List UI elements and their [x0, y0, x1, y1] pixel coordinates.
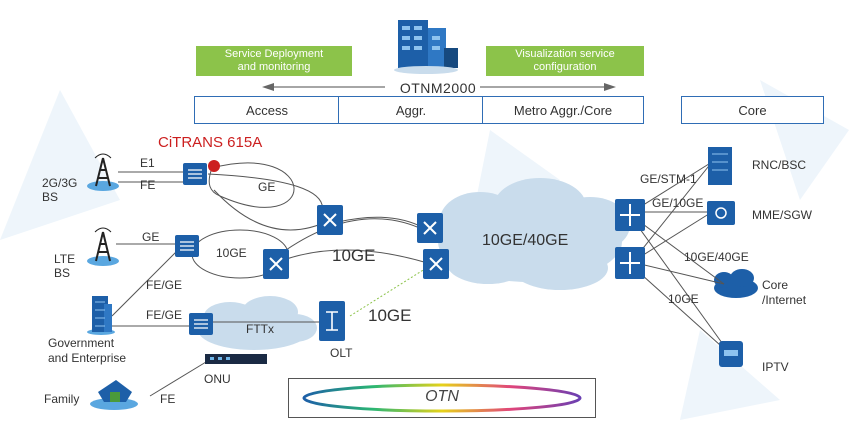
access-switch-icon: [183, 163, 207, 185]
product-label: CiTRANS 615A: [158, 134, 263, 151]
enterprise-switch-icon: [189, 313, 213, 335]
site-label-enterprise: Government and Enterprise: [48, 336, 127, 365]
iptv-icon: [719, 341, 743, 367]
ge-ring-label: GE: [258, 180, 276, 194]
tenge-ring-label: 10GE: [216, 246, 247, 260]
metro-router-icon-top: [417, 213, 443, 243]
aggr-router-icon-top: [317, 205, 343, 235]
core-router-icon-top: [615, 199, 645, 231]
fe-link-label: FE: [140, 178, 156, 192]
main-cloud: [438, 178, 630, 290]
fe-family-label: FE: [160, 392, 176, 406]
fe-ge-label-2: FE/GE: [146, 308, 183, 322]
tenge-olt-label: 10GE: [368, 306, 412, 325]
fe-ge-label-1: FE/GE: [146, 278, 183, 292]
rnc-server-icon: [708, 147, 732, 185]
category-access: Access: [194, 96, 340, 124]
service-deployment-banner: Service Deployment and monitoring: [196, 46, 352, 76]
fttx-cloud: [198, 296, 317, 350]
core-router-icon-bottom: [615, 247, 645, 279]
home-icon: [90, 380, 138, 410]
category-aggr: Aggr.: [338, 96, 484, 124]
olt-label: OLT: [330, 346, 353, 360]
tenge-main-label: 10GE: [332, 246, 376, 265]
ge-10ge-label: GE/10GE: [652, 196, 704, 210]
ge-lte-label: GE: [142, 230, 160, 244]
core-node-mme-sgw: MME/SGW: [752, 208, 812, 222]
lte-switch-icon: [175, 235, 199, 257]
tenge-core-label: 10GE: [668, 292, 699, 306]
header-arrows: [262, 83, 616, 91]
tenge-40ge-label: 10GE/40GE: [684, 250, 749, 264]
site-label-family: Family: [44, 392, 80, 406]
e1-link-label: E1: [140, 156, 155, 170]
site-label-2g3g: 2G/3G BS: [42, 176, 78, 204]
server-building-icon: [394, 20, 458, 74]
onu-device-icon: [205, 354, 267, 364]
core-node-internet: Core /Internet: [762, 278, 807, 307]
core-node-iptv: IPTV: [762, 360, 789, 374]
lte-tower-icon: [87, 227, 119, 266]
otn-label: OTN: [425, 388, 459, 405]
otnm-title: OTNM2000: [399, 80, 477, 96]
enterprise-building-icon: [87, 296, 115, 335]
main-cloud-label: 10GE/40GE: [482, 232, 569, 249]
fttx-label: FTTx: [246, 322, 274, 336]
metro-router-icon-bottom: [423, 249, 449, 279]
category-core: Core: [681, 96, 824, 124]
aggr-router-icon-bottom: [263, 249, 289, 279]
ge-stm-label: GE/STM-1: [640, 172, 697, 186]
site-label-lte: LTE BS: [54, 252, 76, 280]
visualization-config-banner: Visualization service configuration: [486, 46, 644, 76]
internet-cloud: [714, 269, 758, 298]
category-metro-aggr-core: Metro Aggr./Core: [482, 96, 644, 124]
onu-label: ONU: [204, 372, 231, 386]
core-node-rnc-bsc: RNC/BSC: [752, 158, 807, 172]
mme-sgw-icon: [707, 201, 735, 225]
tower-icon: [87, 153, 119, 191]
otn-ring-icon: [302, 383, 582, 413]
olt-icon: [319, 301, 345, 341]
